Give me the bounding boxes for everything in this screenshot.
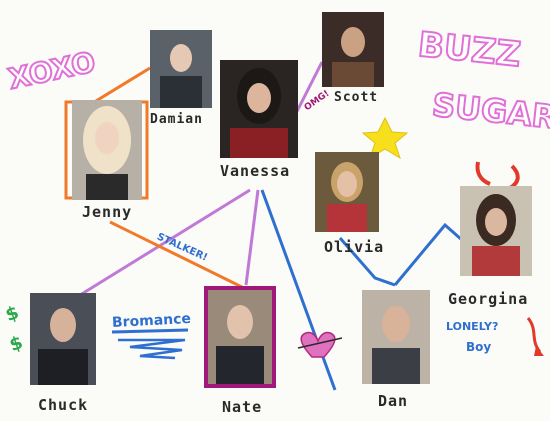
heart-arrow [297,337,343,349]
dollar-sign-1: $ [3,302,22,326]
photo-vanessa [220,60,298,158]
photo-damian [150,30,212,108]
devil-tail-tip [534,346,544,356]
label-nate: Nate [222,398,263,416]
photo-chuck [30,293,96,385]
devil-horn-right [508,164,520,190]
label-dan: Dan [378,392,409,410]
photo-jenny [72,100,142,200]
link-vanessa-nate [244,189,260,286]
photo-dan [362,290,430,384]
photo-scott [322,12,384,87]
devil-horn-left [475,161,491,186]
link-olivia-dan [338,237,396,287]
link-dan-georgina [393,222,463,286]
label-scott: Scott [334,90,379,105]
bromance-underline [111,328,189,334]
label-olivia: Olivia [324,238,385,256]
link-vanessa-chuck [71,188,251,302]
photo-georgina [460,186,532,276]
photo-nate [208,290,272,384]
dollar-sign-2: $ [7,332,26,356]
heart-shape [300,331,336,358]
jenny-bracket-right [140,100,149,200]
bromance-squiggle [118,338,186,360]
link-jenny-nate [109,220,249,292]
label-damian: Damian [150,112,203,127]
photo-olivia [315,152,379,232]
note-boy: Boy [466,340,492,354]
label-jenny: Jenny [82,203,133,221]
note-lonely: LONELY? [446,320,499,333]
label-georgina: Georgina [448,290,529,308]
label-vanessa: Vanessa [220,162,291,180]
jenny-bracket-left [64,100,72,200]
star-shape [361,116,409,160]
label-chuck: Chuck [38,396,89,414]
devil-tail [526,317,542,353]
